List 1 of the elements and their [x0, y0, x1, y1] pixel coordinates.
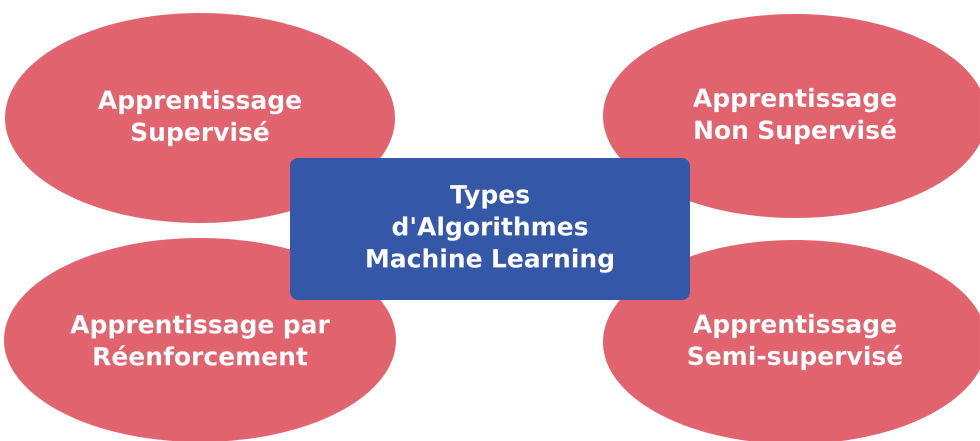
title-box: Types d'Algorithmes Machine Learning — [290, 158, 690, 300]
